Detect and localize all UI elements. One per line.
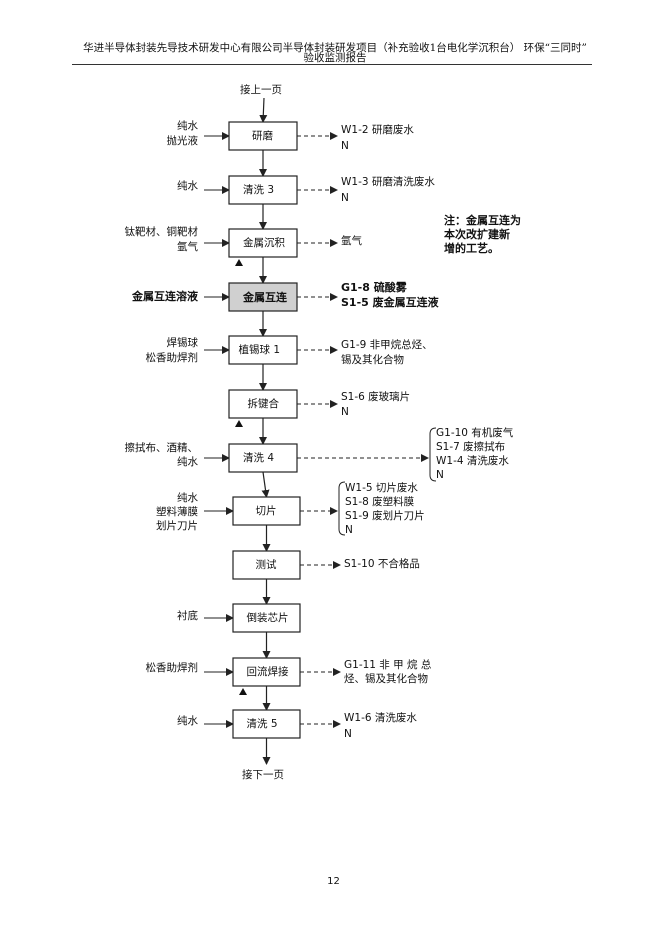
input-label-grind-1: 抛光液	[166, 135, 199, 147]
output-label-inter-0: G1-8 硫酸雾	[341, 281, 407, 294]
output-label-inter-1: S1-5 废金属互连液	[341, 296, 439, 309]
output-label-ball-0: G1-9 非甲烷总烃、	[341, 339, 433, 351]
output-label-clean4-1: S1-7 废擦拭布	[436, 441, 506, 453]
output-label-cut-1: S1-8 废塑料膜	[345, 496, 415, 508]
header-divider	[72, 64, 592, 65]
report-header-line1: 华进半导体封装先导技术研发中心有限公司半导体封装研发项目（补充验收1台电化学沉积…	[83, 42, 587, 54]
marker-triangle-reflow	[239, 688, 247, 695]
process-label-ball: 植锡球 1	[238, 344, 281, 356]
report-header-line2: 验收监测报告	[303, 52, 367, 64]
process-label-clean4: 清洗 4	[243, 452, 275, 464]
process-box-reflow	[232, 657, 301, 687]
input-label-inter-0: 金属互连溶液	[132, 290, 198, 303]
input-label-cut-0: 纯水	[177, 492, 198, 504]
output-label-debond-0: S1-6 废玻璃片	[341, 391, 411, 403]
output-bracket-clean4	[429, 427, 437, 482]
marker-triangle-debond	[235, 420, 243, 427]
input-label-clean5-0: 纯水	[177, 715, 198, 727]
process-label-test: 测试	[255, 559, 277, 571]
output-label-clean5-0: W1-6 清洗废水	[344, 712, 417, 724]
process-box-grind	[228, 121, 298, 151]
process-box-ball	[228, 335, 298, 365]
process-box-inter	[228, 282, 298, 312]
output-label-debond-1: N	[341, 406, 349, 418]
output-bracket-cut	[338, 481, 346, 536]
output-label-clean4-2: W1-4 清洗废水	[436, 455, 509, 467]
process-label-reflow: 回流焊接	[246, 666, 289, 678]
output-label-grind-1: N	[341, 140, 349, 152]
process-label-grind: 研磨	[252, 130, 273, 142]
output-label-clean4-0: G1-10 有机废气	[436, 427, 514, 439]
process-box-test	[232, 550, 301, 580]
input-label-clean4-1: 纯水	[177, 456, 198, 468]
note-line-1: 注：金属互连为	[444, 214, 521, 227]
output-label-cut-0: W1-5 切片废水	[345, 482, 418, 494]
output-label-ball-1: 锡及其化合物	[341, 354, 404, 366]
input-label-flip-0: 衬底	[177, 610, 198, 622]
page-number: 12	[327, 876, 340, 887]
input-label-clean4-0: 擦拭布、酒精、	[124, 442, 199, 454]
input-label-reflow-0: 松香助焊剂	[145, 662, 199, 674]
marker-triangle-metal	[235, 259, 243, 266]
input-label-clean3-0: 纯水	[177, 180, 198, 192]
output-label-clean5-1: N	[344, 728, 352, 740]
process-label-clean3: 清洗 3	[243, 184, 275, 196]
process-box-clean3	[228, 175, 298, 205]
input-label-cut-2: 划片刀片	[156, 520, 198, 532]
output-label-clean4-3: N	[436, 469, 444, 481]
input-label-ball-1: 松香助焊剂	[145, 352, 199, 364]
process-label-metal: 金属沉积	[243, 237, 285, 249]
note-line-3: 增的工艺。	[444, 242, 499, 255]
process-box-metal	[228, 228, 298, 258]
output-label-test-0: S1-10 不合格品	[344, 558, 420, 570]
process-label-cut: 切片	[255, 505, 277, 517]
output-label-metal-0: 氩气	[341, 235, 362, 247]
output-label-cut-3: N	[345, 524, 353, 536]
input-label-metal-0: 钛靶材、铜靶材	[124, 226, 199, 238]
process-label-inter: 金属互连	[243, 291, 287, 304]
process-label-debond: 拆键合	[247, 398, 280, 410]
process-box-clean5	[232, 709, 301, 739]
output-label-clean3-0: W1-3 研磨清洗废水	[341, 176, 435, 188]
flow-start-label: 接上一页	[240, 84, 282, 96]
process-box-flip	[232, 603, 301, 633]
process-box-clean4	[228, 443, 298, 473]
process-box-debond	[228, 389, 298, 419]
input-label-grind-0: 纯水	[177, 120, 198, 132]
output-label-reflow-1: 烃、锡及其化合物	[344, 673, 428, 685]
note-line-2: 本次改扩建新	[444, 228, 510, 241]
output-label-grind-0: W1-2 研磨废水	[341, 124, 414, 136]
output-label-cut-2: S1-9 废划片刀片	[345, 510, 425, 522]
output-label-reflow-0: G1-11 非 甲 烷 总	[344, 659, 432, 671]
process-label-clean5: 清洗 5	[246, 718, 278, 730]
process-label-flip: 倒装芯片	[246, 612, 289, 624]
process-box-cut	[232, 496, 301, 526]
flow-arrow-cut	[261, 471, 270, 498]
input-label-cut-1: 塑料薄膜	[156, 506, 198, 518]
flow-end-label: 接下一页	[242, 769, 284, 781]
input-label-metal-1: 氩气	[177, 241, 198, 253]
flow-arrow-grind	[259, 97, 268, 123]
input-label-ball-0: 焊锡球	[166, 337, 199, 349]
output-label-clean3-1: N	[341, 192, 349, 204]
